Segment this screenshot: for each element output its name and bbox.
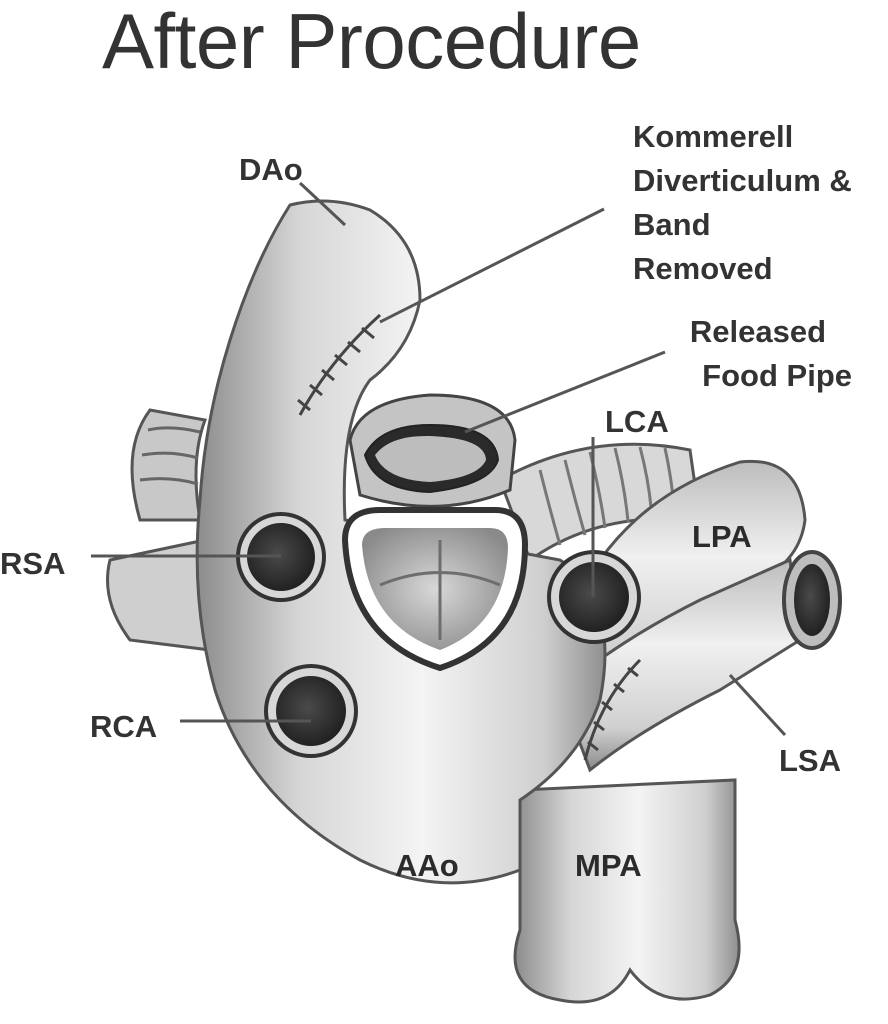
dao-sutures [297, 313, 382, 416]
mpa-vessel [513, 778, 741, 1004]
right-branch-stub [106, 538, 212, 652]
label-rsa: RSA [0, 546, 66, 581]
label-released: Released Food Pipe [668, 310, 852, 398]
label-kommerell-line-2: Diverticulum & [633, 163, 852, 198]
left-ringed-tube [130, 408, 208, 522]
label-kommerell-line-3: Band [633, 207, 711, 242]
label-kommerell-line-4: Removed [633, 251, 773, 286]
lsa-leader [728, 673, 787, 737]
leader-lines [91, 181, 787, 737]
label-rca: RCA [90, 709, 158, 744]
label-kommerell-line-1: Kommerell [633, 119, 794, 154]
artery-cross-section [236, 512, 641, 758]
lpa-sutures [583, 658, 642, 761]
label-released-line-2: Food Pipe [702, 358, 852, 393]
released-food-pipe [348, 393, 517, 508]
released-leader [464, 350, 666, 434]
kommerell-leader [379, 207, 605, 324]
label-dao: DAo [239, 152, 303, 187]
label-kommerell: Kommerell Diverticulum & Band Removed [633, 115, 852, 291]
page-title: After Procedure [102, 0, 641, 85]
label-aao: AAo [395, 848, 459, 883]
label-lsa: LSA [779, 743, 841, 778]
lsa-lumen [794, 564, 830, 636]
label-lca: LCA [605, 404, 669, 439]
dao-leader [298, 181, 347, 227]
label-released-line-1: Released [689, 314, 826, 349]
aortic-valve-opening [341, 507, 529, 672]
label-lpa: LPA [692, 519, 752, 554]
label-mpa: MPA [575, 848, 642, 883]
